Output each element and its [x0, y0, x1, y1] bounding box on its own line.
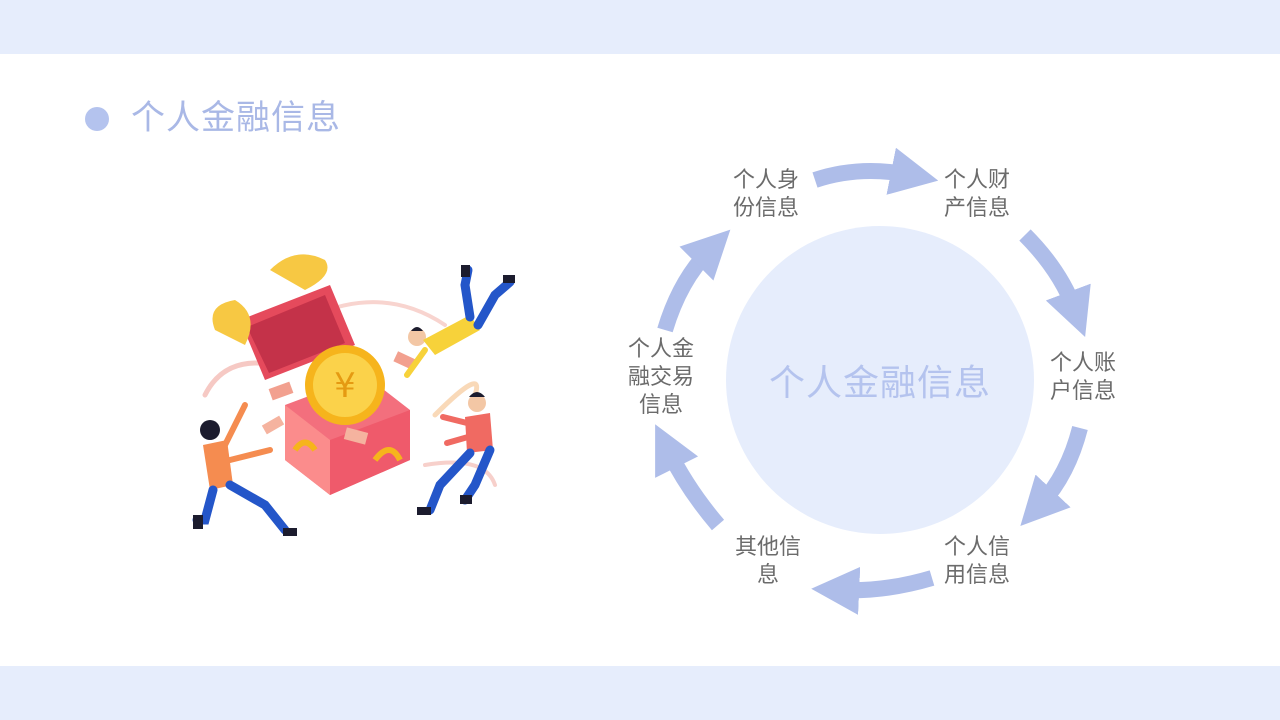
arrow-account-to-credit	[1020, 425, 1088, 527]
node-identity-info: 个人身 份信息	[733, 168, 800, 221]
gift-box-coin-illustration: ¥	[192, 254, 515, 536]
title-bullet-dot	[85, 107, 109, 131]
bottom-band	[0, 666, 1280, 720]
arrow-identity-to-property	[812, 147, 939, 195]
top-band	[0, 0, 1280, 54]
node-transaction-info: 个人金 融交易 信息	[627, 337, 694, 418]
slide-title: 个人金融信息	[131, 98, 341, 138]
center-circle	[726, 226, 1034, 534]
node-other-info: 其他信 息	[734, 535, 801, 588]
node-account-info: 个人账 户信息	[1050, 351, 1117, 404]
node-credit-info: 个人信 用信息	[944, 535, 1011, 588]
svg-text:¥: ¥	[334, 366, 356, 406]
center-label: 个人金融信息	[768, 363, 991, 404]
arrow-other-to-transaction	[655, 424, 725, 531]
node-property-info: 个人财 产信息	[944, 168, 1011, 221]
arrow-transaction-to-identity	[657, 229, 731, 333]
arrow-credit-to-other	[811, 566, 935, 615]
